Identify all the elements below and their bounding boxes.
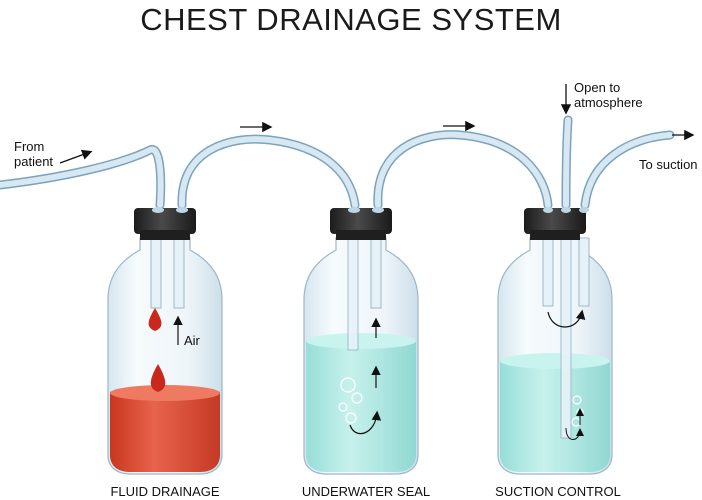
page-title: CHEST DRAINAGE SYSTEM [140,2,562,37]
label-from-patient-1: From [14,139,45,154]
tubes [0,115,675,210]
label-suction-control: SUCTION CONTROL [495,484,621,499]
bottle-cap [330,208,392,234]
label-fluid-drainage: FLUID DRAINAGE [110,484,220,499]
label-open-atmosphere-2: atmosphere [574,95,643,110]
water-fluid [500,354,610,472]
label-open-atmosphere-1: Open to [574,80,621,95]
bottle-cap [524,208,586,234]
blood-fluid [110,386,220,472]
blood-drop-icon [148,308,162,331]
label-air: Air [184,333,200,348]
water-fluid [306,334,416,472]
bottle-cap [134,208,196,234]
label-underwater-seal: UNDERWATER SEAL [301,484,431,499]
bottle-suction-control [497,207,613,475]
bottle-fluid-drainage [107,207,223,475]
label-to-suction: To suction [639,157,698,172]
bubbles [338,377,363,424]
arrow-right-icon [59,149,93,164]
blood-drop-icon [150,364,166,392]
bottle-underwater-seal [303,207,419,475]
label-from-patient-2: patient [14,154,54,169]
flow-arrows [59,84,695,164]
